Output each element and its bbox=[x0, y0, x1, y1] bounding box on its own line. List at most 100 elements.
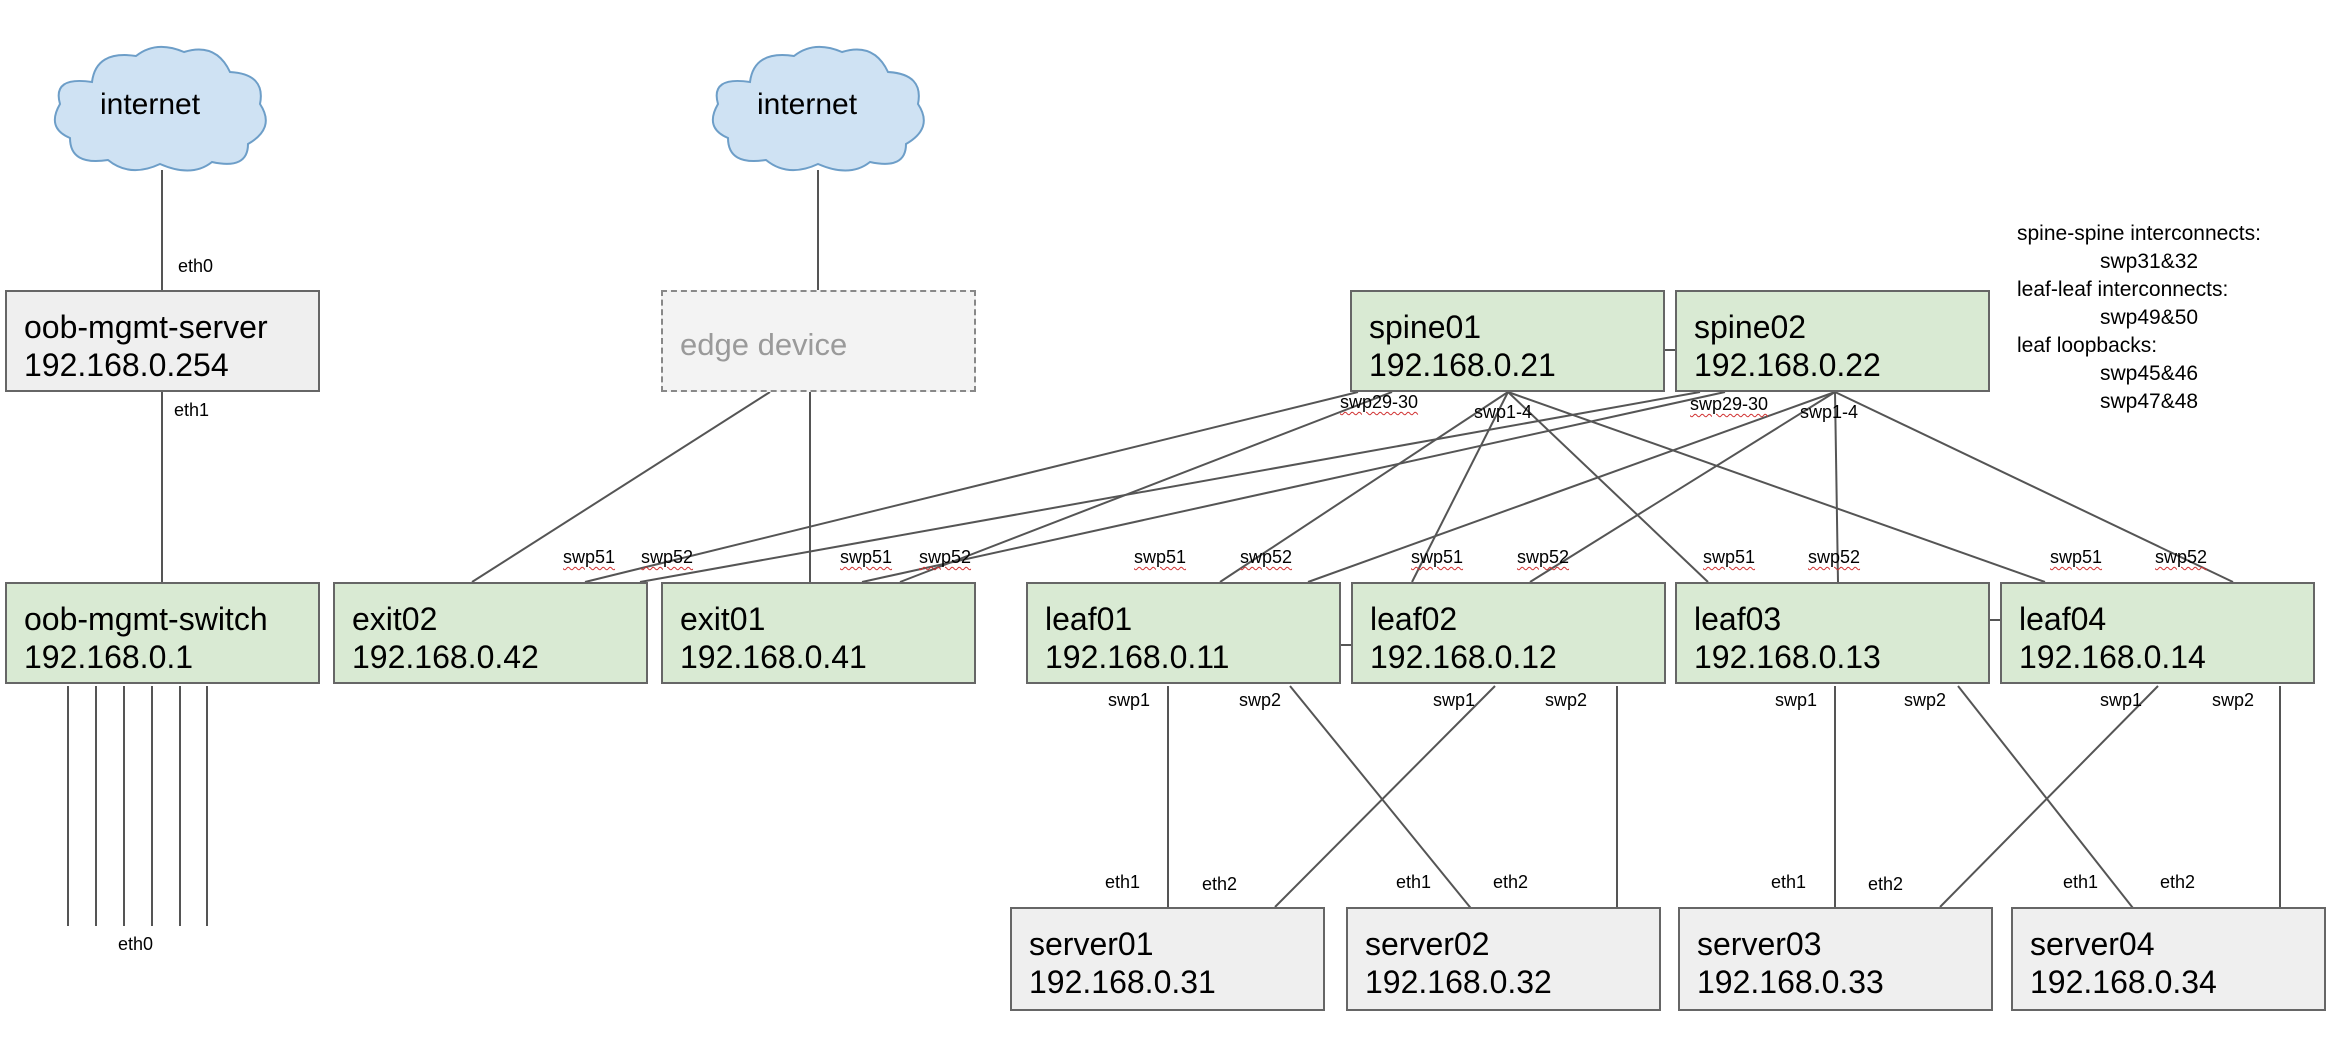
node-oob-mgmt-server: oob-mgmt-server 192.168.0.254 bbox=[5, 290, 320, 392]
port-label: swp2 bbox=[1904, 690, 1947, 710]
node-server04: server04 192.168.0.34 bbox=[2011, 907, 2326, 1011]
node-name: server02 bbox=[1365, 926, 1490, 962]
link-spine02-leaf03 bbox=[1834, 391, 1839, 583]
node-spine01: spine01 192.168.0.21 bbox=[1350, 290, 1665, 392]
link-spine01-leaf01 bbox=[1219, 391, 1509, 583]
legend-loop-ports-2: swp47&48 bbox=[2100, 390, 2199, 413]
port-label: swp52 bbox=[1517, 547, 1570, 567]
node-name: oob-mgmt-switch bbox=[24, 601, 268, 637]
port-label: swp29-30 bbox=[1690, 394, 1769, 414]
node-name: spine01 bbox=[1369, 309, 1482, 345]
port-label: swp1 bbox=[1775, 690, 1818, 710]
node-edge-device: edge device bbox=[661, 290, 976, 392]
node-leaf01: leaf01 192.168.0.11 bbox=[1026, 582, 1341, 684]
node-name: server03 bbox=[1697, 926, 1822, 962]
port-label: swp51 bbox=[1703, 547, 1756, 567]
link-spine01-leaf03 bbox=[1507, 391, 1709, 583]
internet-label: internet bbox=[100, 88, 201, 121]
node-name: oob-mgmt-server bbox=[24, 309, 268, 345]
node-name: edge device bbox=[680, 327, 848, 362]
node-ip: 192.168.0.12 bbox=[1370, 639, 1557, 675]
node-name: spine02 bbox=[1694, 309, 1807, 345]
internet-cloud-icon bbox=[53, 45, 267, 172]
node-ip: 192.168.0.32 bbox=[1365, 964, 1552, 1000]
port-label: swp2 bbox=[1239, 690, 1282, 710]
link-leaf04-server03 bbox=[1939, 685, 2159, 908]
port-label: eth1 bbox=[174, 400, 210, 420]
port-label: swp1 bbox=[1108, 690, 1151, 710]
legend-loop-ports-1: swp45&46 bbox=[2100, 362, 2199, 385]
port-label: swp51 bbox=[840, 547, 893, 567]
port-label: swp51 bbox=[2050, 547, 2103, 567]
port-label: eth2 bbox=[1493, 872, 1529, 892]
port-label: swp51 bbox=[1134, 547, 1187, 567]
port-label: swp52 bbox=[919, 547, 972, 567]
node-name: leaf02 bbox=[1370, 601, 1458, 637]
node-server02: server02 192.168.0.32 bbox=[1346, 907, 1661, 1011]
port-label: eth0 bbox=[178, 256, 214, 276]
link-spine01-exit01 bbox=[899, 391, 1393, 583]
legend-leaf-ports: swp49&50 bbox=[2100, 306, 2199, 329]
node-ip: 192.168.0.41 bbox=[680, 639, 867, 675]
node-exit02: exit02 192.168.0.42 bbox=[333, 582, 648, 684]
link-spine01-leaf04 bbox=[1507, 391, 2046, 583]
internet-label: internet bbox=[757, 88, 858, 121]
node-server03: server03 192.168.0.33 bbox=[1678, 907, 1993, 1011]
node-ip: 192.168.0.1 bbox=[24, 639, 194, 675]
port-label: swp2 bbox=[1545, 690, 1588, 710]
node-leaf04: leaf04 192.168.0.14 bbox=[2000, 582, 2315, 684]
link-spine02-leaf02 bbox=[1529, 391, 1836, 583]
legend-spine-title: spine-spine interconnects: bbox=[2017, 222, 2261, 245]
node-ip: 192.168.0.13 bbox=[1694, 639, 1881, 675]
node-ip: 192.168.0.33 bbox=[1697, 964, 1884, 1000]
port-label: eth1 bbox=[2063, 872, 2099, 892]
node-ip: 192.168.0.254 bbox=[24, 347, 229, 383]
node-server01: server01 192.168.0.31 bbox=[1010, 907, 1325, 1011]
port-label: swp2 bbox=[2212, 690, 2255, 710]
link-leaf03-server04 bbox=[1957, 685, 2141, 918]
link-spine02-exit02 bbox=[639, 391, 1701, 583]
port-label: swp1 bbox=[2100, 690, 2143, 710]
port-label: eth1 bbox=[1396, 872, 1432, 892]
node-name: leaf04 bbox=[2019, 601, 2107, 637]
legend-leaf-title: leaf-leaf interconnects: bbox=[2017, 278, 2229, 301]
node-name: server04 bbox=[2030, 926, 2155, 962]
node-ip: 192.168.0.42 bbox=[352, 639, 539, 675]
port-label: swp52 bbox=[1808, 547, 1861, 567]
port-label: eth1 bbox=[1771, 872, 1807, 892]
node-name: server01 bbox=[1029, 926, 1154, 962]
node-ip: 192.168.0.31 bbox=[1029, 964, 1216, 1000]
node-spine02: spine02 192.168.0.22 bbox=[1675, 290, 1990, 392]
link-edge-exit02 bbox=[471, 391, 771, 583]
port-label: swp52 bbox=[641, 547, 694, 567]
port-label: swp52 bbox=[1240, 547, 1293, 567]
legend-loop-title: leaf loopbacks: bbox=[2017, 334, 2158, 357]
link-spine01-exit02 bbox=[584, 391, 1359, 583]
node-ip: 192.168.0.21 bbox=[1369, 347, 1556, 383]
node-ip: 192.168.0.11 bbox=[1045, 639, 1230, 675]
port-label: swp29-30 bbox=[1340, 392, 1419, 412]
node-name: exit01 bbox=[680, 601, 766, 637]
port-label: swp51 bbox=[563, 547, 616, 567]
node-name: leaf01 bbox=[1045, 601, 1133, 637]
port-label: eth2 bbox=[1868, 874, 1904, 894]
node-name: leaf03 bbox=[1694, 601, 1782, 637]
link-spine02-leaf04 bbox=[1834, 391, 2234, 583]
node-leaf03: leaf03 192.168.0.13 bbox=[1675, 582, 1990, 684]
node-exit01: exit01 192.168.0.41 bbox=[661, 582, 976, 684]
port-label: swp1-4 bbox=[1474, 402, 1533, 422]
node-ip: 192.168.0.34 bbox=[2030, 964, 2217, 1000]
port-label: swp51 bbox=[1411, 547, 1464, 567]
link-leaf01-server02 bbox=[1289, 685, 1479, 918]
link-leaf02-server01 bbox=[1274, 685, 1496, 908]
node-name: exit02 bbox=[352, 601, 438, 637]
port-label: eth1 bbox=[1105, 872, 1141, 892]
port-label: eth0 bbox=[118, 934, 154, 954]
link-spine01-leaf02 bbox=[1411, 391, 1509, 583]
link-spine02-exit01 bbox=[861, 391, 1726, 583]
internet-cloud-icon bbox=[711, 45, 925, 172]
port-label: eth2 bbox=[2160, 872, 2196, 892]
port-label: eth2 bbox=[1202, 874, 1238, 894]
legend-spine-ports: swp31&32 bbox=[2100, 250, 2199, 273]
